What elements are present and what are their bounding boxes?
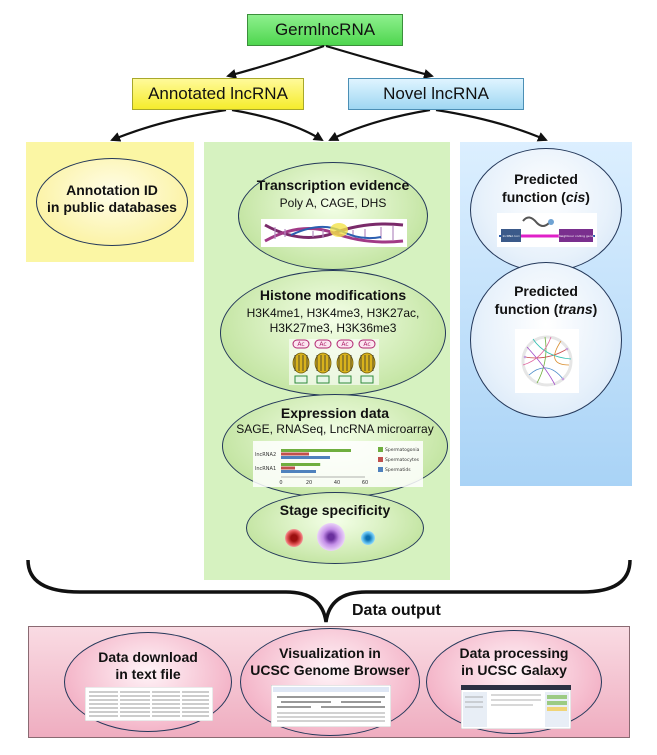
annotation-id-line1: Annotation ID (66, 182, 158, 198)
visualization-line1: Visualization in (279, 645, 381, 661)
chart-category-label-0: lncRNA2 (255, 452, 276, 458)
annotation-id-line2: in public databases (47, 199, 177, 215)
data-processing-line2: in UCSC Galaxy (461, 662, 567, 678)
transcription-evidence-title: Transcription evidence (256, 177, 410, 193)
chart-category-label-1: lncRNA1 (255, 466, 276, 472)
data-processing-ellipse: Data processing in UCSC Galaxy (426, 630, 602, 734)
data-download-ellipse: Data download in text file (64, 632, 232, 732)
expression-bar-chart: lncRNA2 lncRNA1 0 20 40 60 Spermatogonia… (253, 441, 423, 487)
predicted-cis-em: cis (565, 189, 586, 205)
arrow-annotated-to-evidence (231, 108, 324, 142)
legend-swatch-0 (378, 447, 383, 452)
arrow-to-annotated (226, 44, 325, 79)
text-file-thumbnail (85, 687, 213, 721)
data-download-line1: Data download (98, 649, 198, 665)
chart-xtick-2: 40 (334, 480, 340, 486)
chart-xtick-1: 20 (306, 480, 312, 486)
chart-xtick-3: 60 (362, 480, 368, 486)
predicted-cis-ellipse: Predicted function (cis) lncRNA loci Nei… (470, 148, 622, 272)
ac-mark-1: Ac (297, 341, 304, 348)
bar-0-2 (281, 456, 330, 459)
bar-1-1 (281, 466, 295, 470)
germlncrna-label: GermlncRNA (274, 20, 376, 39)
annotated-lncrna-label: Annotated lncRNA (148, 84, 288, 103)
predicted-trans-post: ) (592, 301, 598, 317)
annotated-lncrna-box: Annotated lncRNA (132, 78, 304, 110)
stage-specificity-title: Stage specificity (279, 502, 391, 518)
stage-specificity-ellipse: Stage specificity (246, 492, 424, 564)
data-output-brace (26, 559, 632, 623)
histone-marks-line2: H3K27me3, H3K36me3 (269, 321, 397, 335)
arrow-annotated-to-id (110, 108, 227, 142)
cell-spermatocyte-icon (317, 523, 345, 551)
predicted-trans-line2: function (trans) (471, 301, 621, 318)
legend-swatch-2 (378, 467, 383, 472)
genome-browser-thumbnail (271, 685, 391, 727)
histone-modifications-ellipse: Histone modifications H3K4me1, H3K4me3, … (220, 270, 446, 396)
expression-data-title: Expression data (280, 405, 390, 421)
predicted-trans-pre: function ( (494, 301, 559, 317)
chart-legend-1: Spermatocytes (385, 457, 420, 463)
connector-arrows (110, 44, 548, 142)
predicted-trans-line1: Predicted (514, 283, 578, 299)
galaxy-thumbnail (461, 685, 571, 729)
annotation-id-ellipse: Annotation ID in public databases (36, 158, 188, 246)
bar-1-0 (281, 463, 321, 466)
data-output-label: Data output (352, 602, 441, 619)
circos-plot-icon (515, 329, 579, 393)
novel-lncrna-box: Novel lncRNA (348, 78, 524, 110)
arrow-to-novel (325, 44, 434, 79)
expression-data-sub: SAGE, RNASeq, LncRNA microarray (236, 422, 434, 436)
dna-helix-icon (261, 219, 407, 247)
ac-mark-3: Ac (341, 341, 348, 348)
predicted-cis-line2: function (cis) (471, 189, 621, 206)
cell-spermatogonia-icon (285, 529, 303, 547)
transcription-evidence-ellipse: Transcription evidence Poly A, CAGE, DHS (238, 162, 428, 270)
predicted-trans-ellipse: Predicted function (trans) (470, 262, 622, 418)
cis-left-label: lncRNA loci (503, 234, 520, 238)
nucleosome-icon: Ac Ac Ac Ac (289, 339, 379, 385)
arrow-novel-to-evidence (328, 108, 431, 141)
cis-regulation-icon: lncRNA loci Neighbour coding gene (497, 213, 597, 247)
bar-1-2 (281, 470, 316, 473)
cis-right-label: Neighbour coding gene (558, 234, 593, 238)
arrow-novel-to-predicted (435, 108, 548, 142)
predicted-cis-line1: Predicted (514, 171, 578, 187)
expression-data-ellipse: Expression data SAGE, RNASeq, LncRNA mic… (222, 394, 448, 498)
data-processing-line1: Data processing (459, 645, 569, 661)
visualization-ellipse: Visualization in UCSC Genome Browser (240, 628, 420, 736)
histone-marks-line1: H3K4me1, H3K4me3, H3K27ac, (246, 306, 420, 320)
bar-0-0 (281, 449, 351, 452)
legend-swatch-1 (378, 457, 383, 462)
data-download-line2: in text file (115, 666, 181, 682)
chart-legend-2: Spermatids (385, 467, 411, 473)
chart-xtick-0: 0 (279, 480, 282, 486)
visualization-line2: UCSC Genome Browser (250, 662, 410, 678)
novel-lncrna-label: Novel lncRNA (383, 84, 489, 103)
predicted-cis-post: ) (585, 189, 590, 205)
predicted-cis-pre: function ( (502, 189, 566, 205)
predicted-trans-em: trans (558, 301, 593, 317)
transcription-evidence-sub: Poly A, CAGE, DHS (279, 196, 387, 210)
bar-0-1 (281, 452, 309, 456)
ac-mark-4: Ac (363, 341, 370, 348)
cell-spermatid-icon (361, 531, 375, 545)
chart-legend-0: Spermatogonia (385, 447, 420, 453)
ac-mark-2: Ac (319, 341, 326, 348)
germlncrna-box: GermlncRNA (247, 14, 403, 46)
histone-modifications-title: Histone modifications (259, 287, 407, 303)
